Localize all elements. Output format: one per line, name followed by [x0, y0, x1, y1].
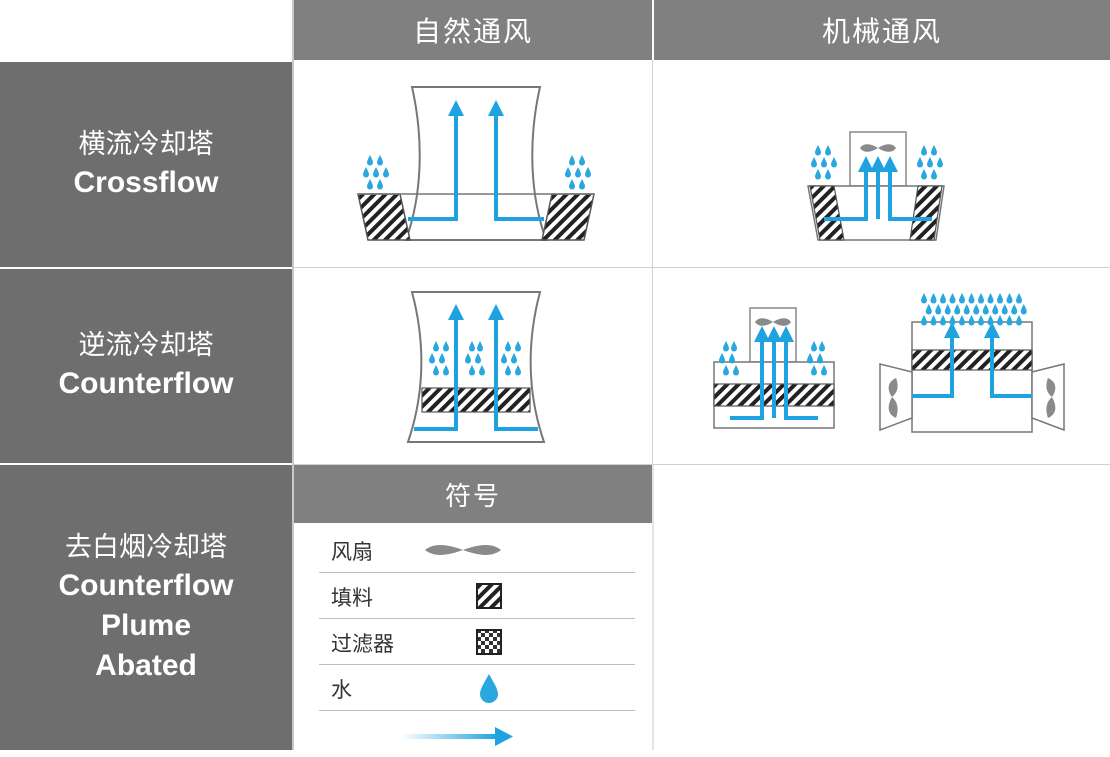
legend-row-fan: 风扇 [319, 527, 635, 573]
legend-row-airflow [319, 711, 635, 757]
water-drop-icon [925, 304, 932, 315]
row-label-plume-abated: 去白烟冷却塔 Counterflow Plume Abated [0, 465, 292, 750]
water-drop-icon [978, 315, 984, 326]
water-drop-icon [987, 315, 994, 326]
water-drop-icon [1006, 315, 1013, 326]
row-label-counterflow: 逆流冷却塔 Counterflow [0, 269, 292, 463]
water-drop-icon [940, 293, 946, 304]
legend-row-water: 水 [319, 665, 635, 711]
water-drops [921, 293, 1027, 326]
water-drop-icon [1006, 293, 1013, 304]
row-label-en: Counterflow [58, 568, 234, 602]
natural-crossflow-tower [340, 86, 614, 241]
mechanical-crossflow-tower [790, 131, 962, 241]
water-drop-icon [997, 315, 1003, 326]
water-drop-icon [940, 315, 946, 326]
legend: 风扇 填料 过滤器 水 [294, 523, 652, 750]
water-drop-icon [949, 293, 956, 304]
water-drop-icon [968, 315, 975, 326]
legend-label: 填料 [331, 586, 373, 610]
water-drop-icon [1016, 315, 1022, 326]
mechanical-counterflow-tower-b [862, 293, 1088, 433]
water-drop-icon [992, 304, 999, 315]
water-drop-icon [954, 304, 961, 315]
row-label-zh: 逆流冷却塔 [78, 330, 214, 361]
row-label-zh: 去白烟冷却塔 [65, 531, 227, 563]
water-drop-icon [978, 293, 984, 304]
water-drop-icon [997, 293, 1003, 304]
water-drop-icon [987, 293, 994, 304]
row-label-crossflow: 横流冷却塔 Crossflow [0, 62, 292, 267]
row-label-en: Counterflow [58, 367, 234, 400]
legend-label: 水 [331, 678, 352, 702]
legend-label: 风扇 [331, 540, 373, 564]
water-drop-icon [982, 304, 989, 315]
water-drop-icon [921, 293, 927, 304]
row-label-en: Plume [100, 608, 192, 642]
row-label-en: Crossflow [73, 165, 219, 199]
water-drop-icon [930, 315, 937, 326]
corner-cell [0, 0, 292, 60]
water-drop-icon [921, 315, 927, 326]
water-drop-icon [973, 304, 980, 315]
water-drop-icon [963, 304, 970, 315]
row-label-zh: 横流冷却塔 [78, 128, 214, 160]
water-drop-icon [1011, 304, 1018, 315]
water-drop-icon [1016, 293, 1022, 304]
water-drop-icon [930, 293, 937, 304]
water-drop-icon [949, 315, 956, 326]
row-label-en: Abated [95, 648, 197, 682]
water-drop-icon [1020, 304, 1027, 315]
water-drop-icon [480, 674, 498, 703]
legend-label: 过滤器 [331, 632, 394, 656]
natural-counterflow-tower [380, 291, 572, 443]
header-mechanical-draft: 机械通风 [654, 0, 1110, 60]
water-drop-icon [1001, 304, 1008, 315]
legend-row-fill: 填料 [319, 573, 635, 619]
water-drop-icon [959, 293, 965, 304]
water-drop-icon [959, 315, 965, 326]
legend-row-filter: 过滤器 [319, 619, 635, 665]
mechanical-counterflow-tower-a [694, 307, 856, 429]
water-drop-icon [944, 304, 951, 315]
filter-icon [476, 629, 502, 655]
fill-media-icon [476, 583, 502, 609]
water-drop-icon [968, 293, 975, 304]
fan-icon [425, 545, 501, 555]
legend-title: 符号 [294, 465, 652, 523]
header-natural-draft: 自然通风 [294, 0, 652, 60]
water-drop-icon [935, 304, 942, 315]
airflow-arrow-icon [401, 727, 513, 746]
